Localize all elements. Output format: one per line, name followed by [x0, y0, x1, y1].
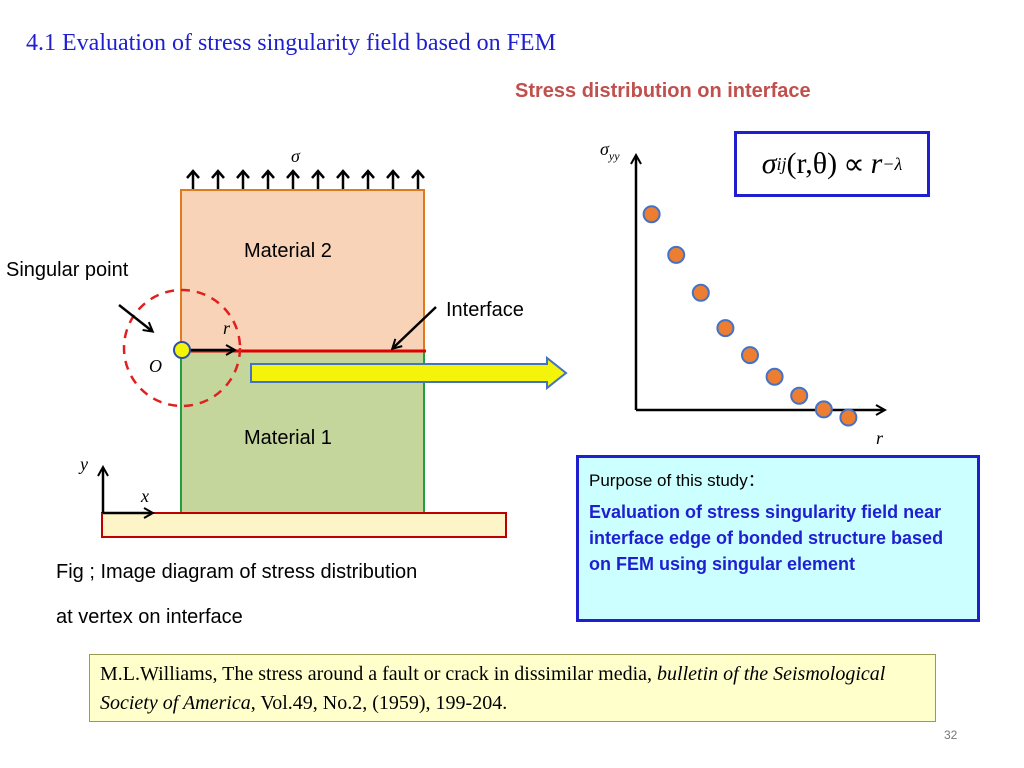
base-plate [101, 512, 507, 538]
plot-point [716, 319, 735, 338]
stress-plot: σyy r [600, 139, 884, 448]
plot-point [642, 205, 661, 224]
singular-region-circle [122, 288, 242, 408]
page-number: 32 [944, 728, 958, 742]
applied-stress-arrows [186, 169, 425, 189]
r-label: r [223, 318, 231, 338]
x-label: x [140, 486, 149, 506]
singular-point-pointer [118, 304, 152, 331]
reference-details: , Vol.49, No.2, (1959), 199-204. [250, 692, 508, 714]
reference-authors: M.L.Williams, The stress around a fault … [100, 663, 658, 685]
origin-label: O [149, 356, 162, 376]
plot-y-label: σyy [600, 139, 620, 163]
figure-caption-line-2: at vertex on interface [56, 606, 243, 628]
interface-label: Interface [446, 299, 524, 321]
purpose-box: Purpose of this study： Evaluation of str… [576, 455, 980, 622]
plot-point [691, 283, 710, 302]
plot-point [765, 367, 784, 386]
material-2-block [180, 189, 425, 352]
reference-box: M.L.Williams, The stress around a fault … [89, 654, 936, 722]
subtitle: Stress distribution on interface [515, 80, 811, 102]
transition-arrow-icon [250, 355, 568, 391]
sigma-label: σ [291, 146, 301, 166]
material-2-label: Material 2 [244, 240, 332, 262]
y-label: y [78, 454, 88, 474]
reference-journal: bulletin of the Seismological Society of… [100, 663, 886, 714]
purpose-heading: Purpose of this study： [589, 471, 765, 490]
slide-title: 4.1 Evaluation of stress singularity fie… [26, 30, 556, 56]
singular-point-label: Singular point [6, 259, 129, 281]
singular-point-marker [173, 341, 191, 359]
figure-caption-line-1: Fig ; Image diagram of stress distributi… [56, 561, 418, 583]
plot-point [790, 386, 809, 405]
plot-x-label: r [876, 428, 884, 448]
plot-point [839, 408, 858, 427]
plot-point [741, 346, 759, 365]
plot-point [667, 245, 686, 264]
purpose-text: Evaluation of stress singularity field n… [589, 502, 944, 574]
material-1-label: Material 1 [244, 427, 332, 449]
plot-point [814, 400, 833, 419]
interface-pointer [393, 306, 437, 348]
